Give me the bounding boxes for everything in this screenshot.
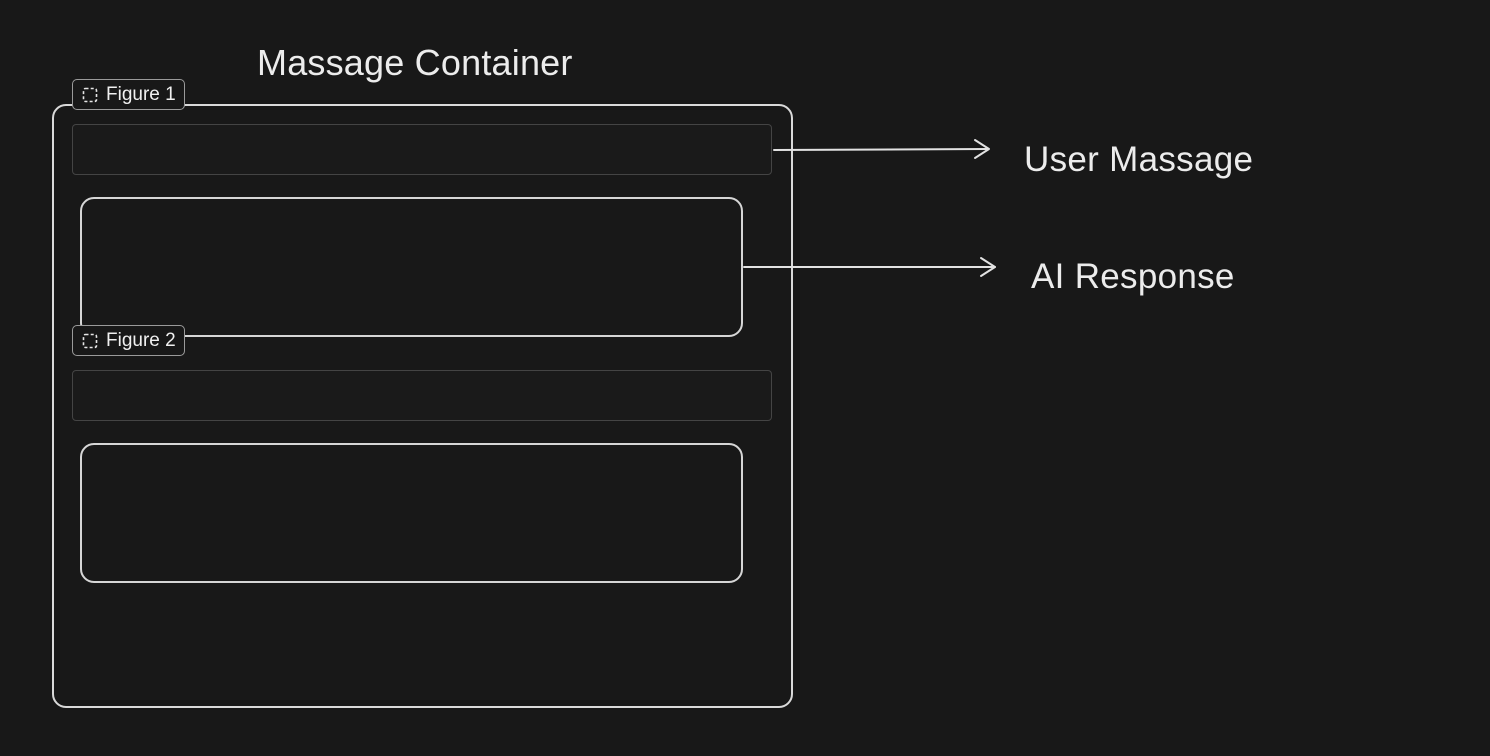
ai-response-label: AI Response [1031,257,1235,296]
figure-1-user-message-box[interactable] [72,124,772,175]
frame-icon [82,333,98,348]
frame-icon [82,87,98,102]
user-message-arrowhead [974,139,990,159]
diagram-title: Massage Container [257,42,573,83]
figure-1-label: Figure 1 [106,83,176,105]
figure-2-user-message-box[interactable] [72,370,772,421]
figure-2-ai-response-box[interactable] [80,443,743,583]
message-container-frame[interactable] [52,104,793,708]
figure-1-tag[interactable]: Figure 1 [72,79,185,110]
figure-2-tag[interactable]: Figure 2 [72,325,185,356]
user-message-label: User Massage [1024,140,1254,179]
ai-response-arrowhead [980,257,996,277]
figure-1-ai-response-box[interactable] [80,197,743,337]
figure-2-label: Figure 2 [106,329,176,351]
user-message-arrow [773,148,989,151]
